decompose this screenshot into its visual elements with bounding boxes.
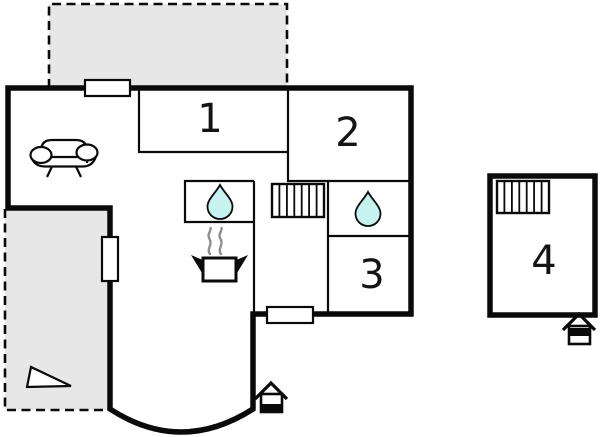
- lower-terrace-area: [5, 209, 110, 410]
- lower-terrace-dashed-border: [3, 209, 110, 412]
- triangle-icon: [25, 365, 72, 389]
- interior-walls: [137, 88, 411, 314]
- door-terrace-left: [100, 235, 120, 283]
- sofa-icon: [29, 138, 99, 178]
- pot-body: [201, 256, 238, 283]
- window-top: [83, 78, 132, 98]
- room-4-label: 4: [531, 238, 556, 284]
- entrance-roof-annex: [561, 311, 597, 332]
- steam-line-right: [218, 226, 223, 256]
- sofa-armrest-right: [75, 143, 99, 162]
- bathroom-left-walls: [183, 179, 254, 224]
- stairs-frame: [270, 182, 326, 219]
- water-drop-icon-left: [206, 183, 234, 220]
- sofa-legs: [46, 166, 82, 178]
- steam-line-left: [207, 226, 212, 256]
- door-entrance-bottom: [265, 305, 315, 325]
- annex-stairs-bars: [503, 181, 543, 213]
- entrance-fill-main: [261, 404, 282, 412]
- room-3-label: 3: [359, 252, 384, 298]
- room-1-label: 1: [197, 96, 222, 142]
- stairs-icon: [270, 182, 326, 219]
- room-2-label: 2: [335, 110, 360, 156]
- annex-stairs-frame: [495, 179, 551, 215]
- room2-walls: [286, 88, 411, 183]
- stove-icon: [191, 226, 248, 283]
- entrance-house-icon-annex: [561, 311, 597, 346]
- stairs-bars: [278, 184, 318, 217]
- entrance-house-icon-main: [253, 380, 289, 414]
- upper-terrace-dashed-border: [47, 2, 289, 88]
- water-drop-icon-right: [354, 190, 382, 227]
- room1-walls: [137, 88, 288, 154]
- entrance-fill-annex: [569, 328, 590, 336]
- sofa-armrest-left: [29, 145, 53, 165]
- upper-terrace-area: [49, 4, 287, 88]
- stairs-icon-annex: [495, 179, 551, 215]
